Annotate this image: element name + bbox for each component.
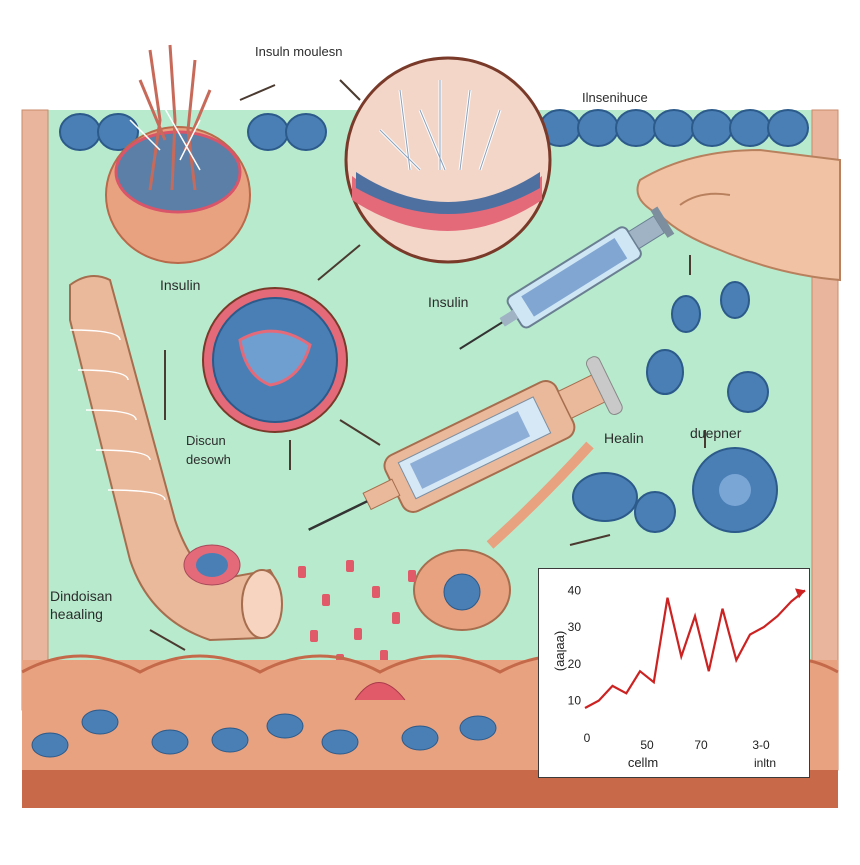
label-insulin-center: Insulin — [428, 294, 469, 310]
x-axis-label: cellm — [628, 755, 658, 770]
label-dindoisan: Dindoisan — [50, 588, 113, 604]
x-tick-label: 70 — [694, 738, 708, 752]
series-arrowhead — [795, 588, 805, 599]
membrane-cell-row — [59, 109, 809, 151]
central-cell — [202, 287, 348, 433]
label-top-right: Ilnsenihuce — [582, 90, 648, 105]
y-axis-label: (ɐɐlɐɐ) — [554, 631, 569, 671]
chart-svg: 10 20 30 40 (ɐɐlɐɐ) 0 50 70 3-0 inltn cellm — [554, 583, 806, 770]
series-line — [584, 589, 806, 709]
left-tissue-wall — [21, 109, 49, 711]
syringe-lower — [308, 356, 623, 531]
label-desowh: desowh — [186, 452, 231, 467]
inset-line-chart: 10 20 30 40 (ɐɐlɐɐ) 0 50 70 3-0 inltn cellm — [538, 568, 810, 778]
x-tick-label: inltn — [754, 756, 776, 770]
right-cell-cluster — [572, 281, 778, 533]
spoon-shape — [413, 441, 594, 631]
label-insulin-molecule: Insuln moulesn — [255, 44, 343, 59]
x-tick-label: 50 — [640, 738, 654, 752]
label-insulin-left: Insulin — [160, 277, 201, 293]
label-duepner: duepner — [690, 425, 742, 441]
label-healin: Healin — [604, 430, 644, 446]
label-heaaling: heaaling — [50, 606, 103, 622]
tissue-bowl-left — [105, 44, 251, 264]
label-discun: Discun — [186, 433, 226, 448]
flow-arrows — [149, 79, 706, 651]
tubular-vessel — [69, 275, 283, 642]
x-tick-label: 0 — [584, 731, 591, 745]
y-tick-label: 40 — [568, 583, 582, 597]
magnified-tissue-circle — [344, 56, 552, 264]
y-tick-label: 30 — [568, 620, 582, 634]
y-tick-label: 20 — [568, 657, 582, 671]
x-tick-label: 3-0 — [752, 738, 770, 752]
syringe-upper — [459, 206, 675, 350]
y-tick-label: 10 — [568, 694, 582, 708]
